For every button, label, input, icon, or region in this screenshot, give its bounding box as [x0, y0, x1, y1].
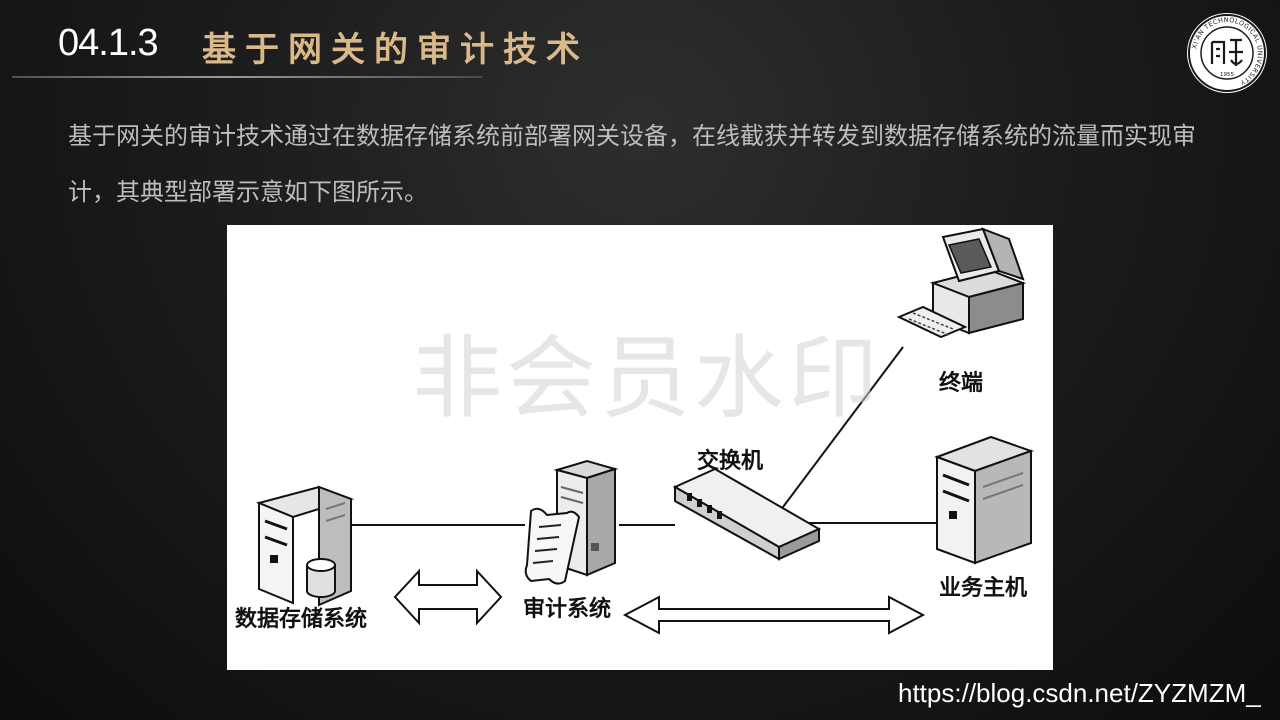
switch-icon [672, 467, 822, 561]
logo-year: 1955 [1220, 72, 1234, 78]
terminal-computer-icon [896, 227, 1027, 339]
watermark-text: 非会员水印 [412, 326, 882, 431]
database-cylinder-icon [306, 558, 336, 598]
title-underline [12, 76, 482, 78]
link-switch-terminal [776, 346, 904, 516]
slide-title: 基于网关的审计技术 [202, 30, 589, 70]
university-logo: XI'AN TECHNOLOGICAL UNIVERSITY 1955 [1186, 12, 1268, 94]
network-diagram: 非会员水印 数据存储系统 审计系统 交换机 终端 业务主机 [227, 225, 1053, 670]
source-url: https://blog.csdn.net/ZYZMZM_ [898, 678, 1261, 708]
label-host: 业务主机 [939, 575, 1028, 601]
host-server-icon [934, 435, 1034, 565]
slide-paragraph: 基于网关的审计技术通过在数据存储系统前部署网关设备，在线截获并转发到数据存储系统… [68, 122, 1196, 206]
diagram-graphics [255, 227, 1034, 635]
storage-server-icon [255, 485, 355, 607]
log-document-icon [524, 507, 581, 585]
label-audit: 审计系统 [523, 596, 612, 622]
label-switch: 交换机 [697, 448, 764, 474]
section-number: 04.1.3 [58, 22, 159, 64]
double-arrow-left-icon [393, 568, 503, 626]
label-storage: 数据存储系统 [235, 606, 368, 632]
label-terminal: 终端 [939, 370, 984, 396]
double-arrow-wide-icon [622, 595, 926, 635]
